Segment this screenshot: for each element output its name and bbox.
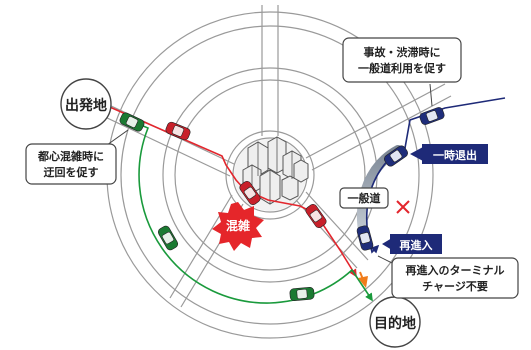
reentry-label: 再進入 bbox=[400, 238, 433, 252]
congestion-badge: 混雑 bbox=[212, 202, 264, 251]
car-blue-1 bbox=[419, 107, 445, 125]
accident-text-1: 事故・渋滞時に bbox=[364, 45, 441, 59]
accident-callout: 事故・渋滞時に 一般道利用を促す bbox=[342, 37, 462, 107]
car-red-2 bbox=[239, 180, 261, 206]
terminal-callout: 再進入のターミナル チャージ不要 bbox=[377, 255, 519, 299]
car-red-1 bbox=[165, 121, 191, 141]
congestion-label: 混雑 bbox=[226, 218, 250, 233]
detour-text-2: 迂回を促す bbox=[44, 165, 99, 179]
temp-exit-tag: 一時退出 bbox=[410, 144, 488, 164]
car-red-3 bbox=[305, 203, 327, 229]
origin-label: 出発地 bbox=[65, 97, 107, 114]
cars bbox=[119, 107, 445, 301]
route-orange-arrow bbox=[358, 276, 368, 288]
car-green-1 bbox=[119, 112, 145, 132]
reentry-tag: 再進入 bbox=[382, 234, 442, 254]
general-road-tag: 一般道 bbox=[339, 187, 389, 209]
destination-label: 目的地 bbox=[374, 315, 416, 332]
detour-callout: 都心混雑時に 迂回を促す bbox=[25, 129, 129, 185]
car-green-3 bbox=[289, 287, 315, 301]
blocked-x-mark bbox=[396, 200, 410, 214]
terminal-text-1: 再進入のターミナル bbox=[406, 263, 505, 277]
temp-exit-label: 一時退出 bbox=[433, 148, 477, 162]
origin-marker: 出発地 bbox=[60, 78, 112, 130]
car-blue-3 bbox=[356, 225, 374, 251]
radial-roads bbox=[85, 5, 452, 308]
destination-marker: 目的地 bbox=[369, 296, 421, 348]
accident-text-2: 一般道利用を促す bbox=[358, 61, 446, 75]
detour-text-1: 都心混雑時に bbox=[37, 149, 104, 163]
car-blue-2 bbox=[383, 145, 409, 167]
general-road-label: 一般道 bbox=[348, 191, 381, 205]
terminal-text-2: チャージ不要 bbox=[422, 280, 488, 293]
car-green-2 bbox=[157, 225, 179, 251]
